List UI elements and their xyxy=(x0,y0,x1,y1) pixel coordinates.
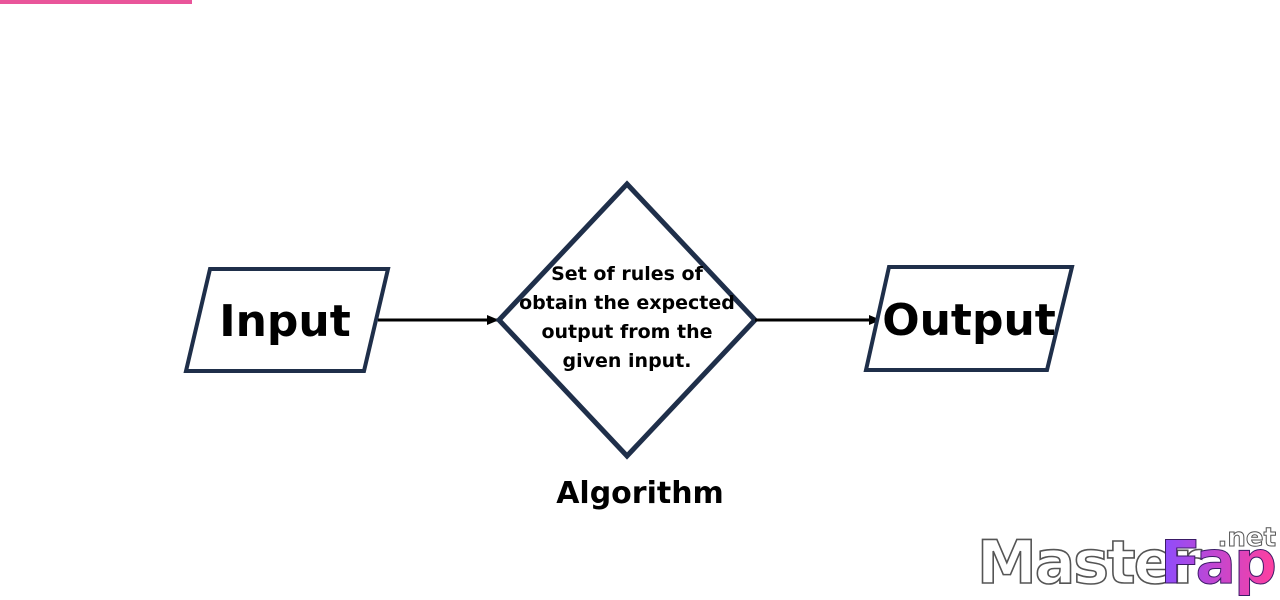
output-parallelogram xyxy=(863,265,1075,372)
algorithm-rule-line-4: given input. xyxy=(563,350,692,372)
input-node: Input xyxy=(183,267,391,373)
algorithm-caption: Algorithm xyxy=(556,476,724,511)
watermark-logo: Master Fap .net xyxy=(976,523,1277,599)
top-accent-bar xyxy=(0,0,192,4)
algorithm-node: Set of rules of obtain the expected outp… xyxy=(495,180,759,460)
algorithm-diamond xyxy=(495,180,759,460)
algorithm-rule-line-3: output from the xyxy=(541,321,712,343)
output-node: Output xyxy=(863,265,1075,372)
input-label: Input xyxy=(219,296,351,347)
output-label: Output xyxy=(882,295,1056,346)
watermark-suffix: Fap xyxy=(1160,528,1275,598)
input-parallelogram xyxy=(183,267,391,373)
algorithm-rule-line-2: obtain the expected xyxy=(519,292,735,314)
watermark-prefix: Master xyxy=(977,528,1202,598)
algorithm-rule-line-1: Set of rules of xyxy=(551,263,703,285)
watermark-tld: .net xyxy=(1218,523,1276,553)
